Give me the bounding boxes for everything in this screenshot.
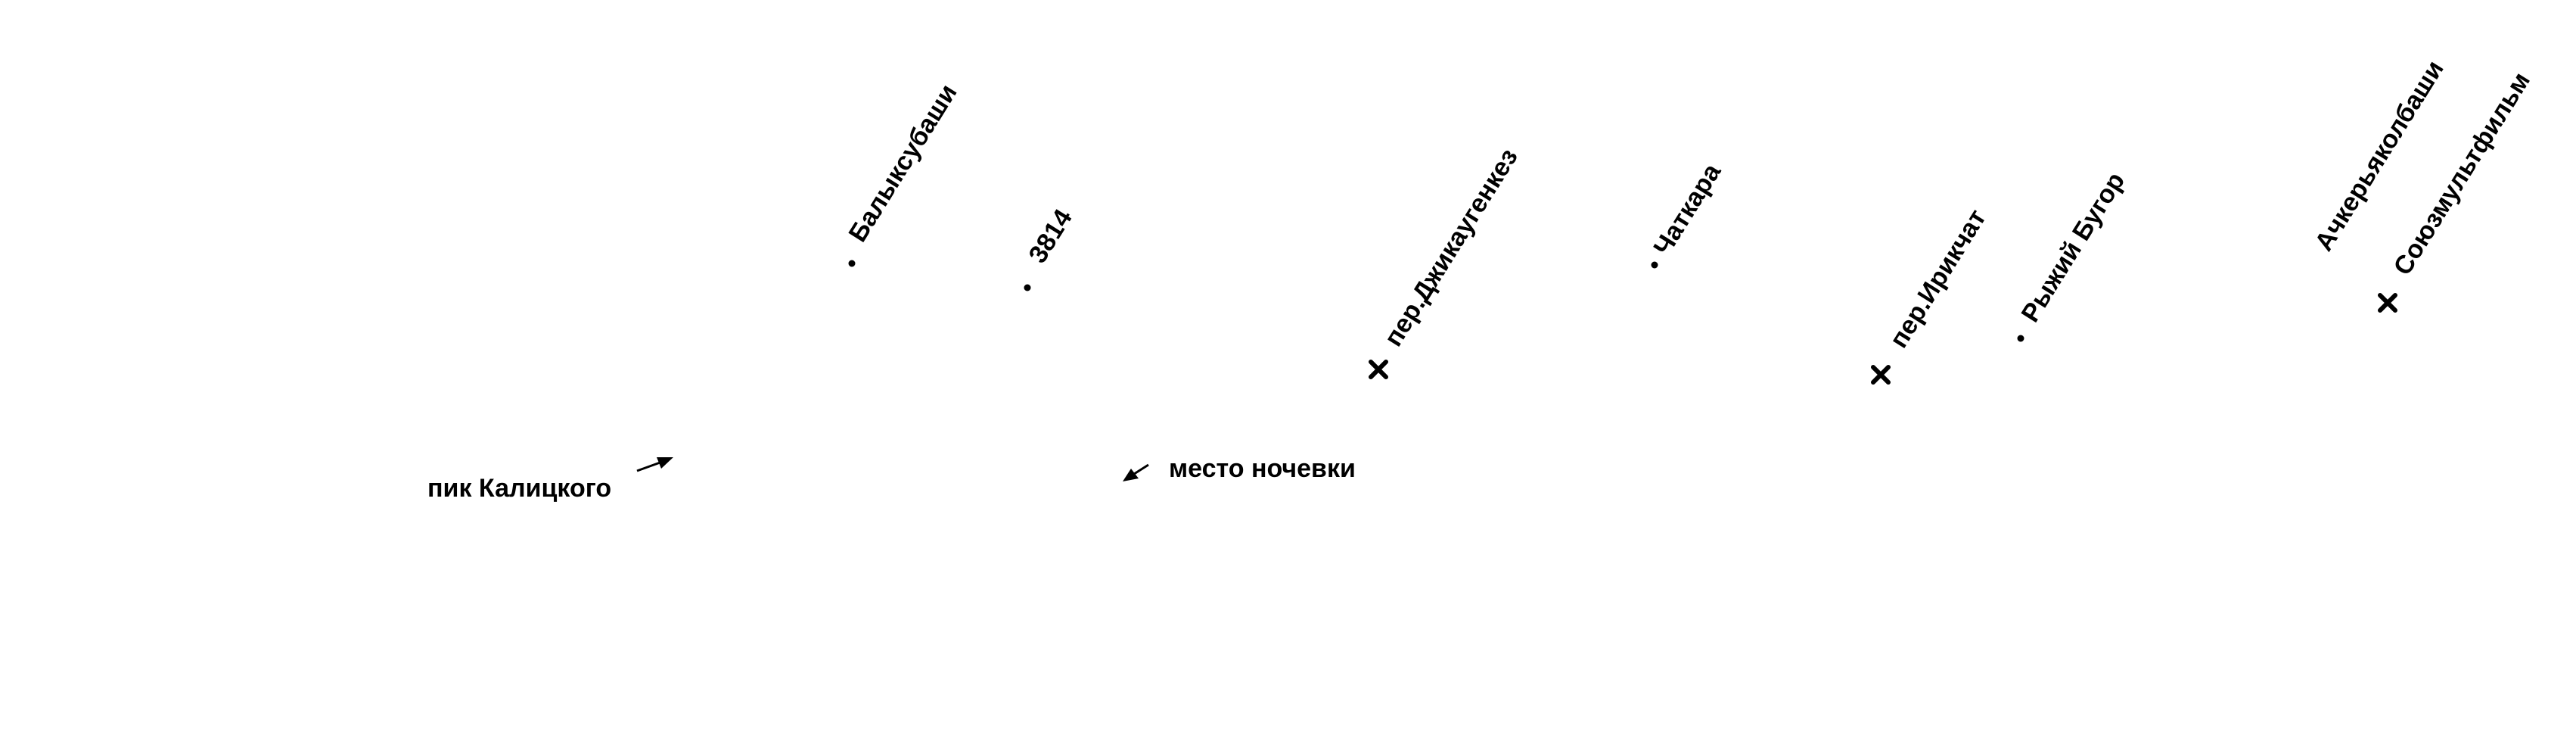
place-chatkara: Чаткара xyxy=(1648,158,1727,269)
place-ryzhiy-bugor: Рыжий Бугор xyxy=(2016,167,2131,342)
place-balyksubashi: Балыксубаши xyxy=(844,79,963,267)
pass-irikchat: пер.Ирикчат xyxy=(1873,204,1992,382)
dot-icon xyxy=(1024,284,1031,291)
dot-icon xyxy=(2017,335,2024,342)
pass-label-dzhikaugenkez: пер.Джикаугенкез xyxy=(1379,144,1524,352)
cross-icon xyxy=(2380,295,2395,310)
arrow-icon xyxy=(1123,463,1149,481)
pass-label-irikchat: пер.Ирикчат xyxy=(1885,204,1992,353)
camp-label: место ночевки xyxy=(1169,454,1356,483)
dot-icon xyxy=(1651,261,1658,269)
place-label-ryzhiy-bugor: Рыжий Бугор xyxy=(2016,167,2131,327)
cross-icon xyxy=(1371,362,1386,377)
dot-icon xyxy=(848,260,856,267)
elevation-label-3814: 3814 xyxy=(1024,204,1078,268)
arrow-icon xyxy=(636,457,673,472)
place-label-chatkara: Чаткара xyxy=(1648,158,1727,261)
cross-icon xyxy=(1873,367,1888,382)
peak-kalitskogo: пик Калицкого xyxy=(427,457,673,503)
place-label-balyksubashi: Балыксубаши xyxy=(844,79,963,248)
elevation-3814: 3814 xyxy=(1024,204,1078,291)
peak-label-kalitskogo: пик Калицкого xyxy=(427,474,611,503)
pass-dzhikaugenkez: пер.Джикаугенкез xyxy=(1371,144,1524,377)
camp-site: место ночевки xyxy=(1123,454,1356,483)
